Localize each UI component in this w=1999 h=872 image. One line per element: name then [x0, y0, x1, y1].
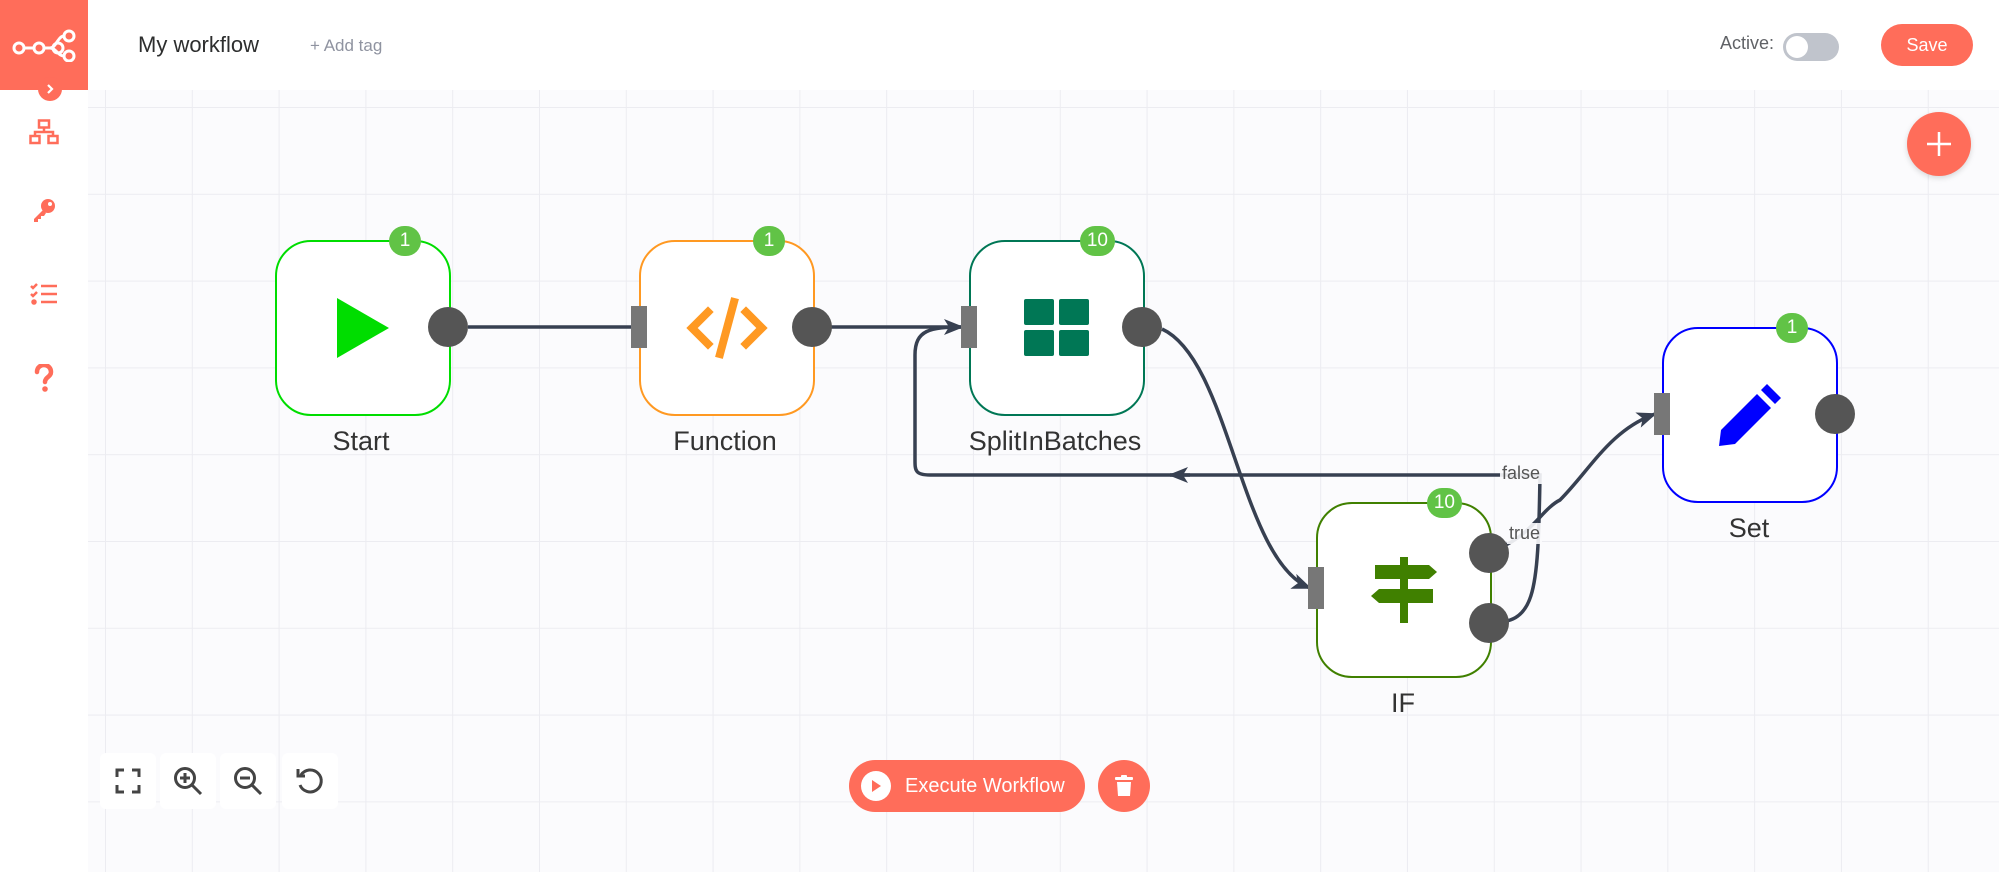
node-label-start: Start [332, 426, 390, 456]
output-port-function[interactable] [792, 307, 832, 347]
signpost-icon [1371, 557, 1437, 623]
output-port-start[interactable] [428, 307, 468, 347]
toggle-knob [1786, 36, 1808, 58]
fullscreen-icon [115, 768, 141, 794]
output-port-splitinbatches[interactable] [1122, 307, 1162, 347]
node-label-splitinbatches: SplitInBatches [968, 426, 1142, 456]
edge-splitinbatches-if[interactable] [1161, 327, 1312, 590]
delete-execution-button[interactable] [1098, 760, 1150, 812]
tasks-icon [30, 283, 57, 305]
pen-icon [1719, 384, 1781, 446]
output-port-set[interactable] [1815, 394, 1855, 434]
sidebar-item-executions[interactable] [26, 276, 62, 312]
output-port-if-false[interactable] [1469, 603, 1509, 643]
execution-count-badge: 1 [753, 226, 785, 256]
plus-icon [1927, 132, 1951, 156]
sidebar [0, 0, 88, 872]
sidebar-item-credentials[interactable] [26, 192, 62, 228]
input-port-splitinbatches[interactable] [961, 306, 977, 348]
active-label: Active: [1720, 33, 1775, 53]
zoom-in-icon [174, 767, 203, 796]
code-icon [686, 297, 768, 359]
execute-workflow-button[interactable]: Execute Workflow [849, 760, 1085, 812]
n8n-logo[interactable] [0, 0, 88, 90]
output-port-if-true[interactable] [1469, 533, 1509, 573]
sidebar-item-help[interactable] [26, 360, 62, 396]
node-set[interactable]: 1 [1662, 313, 1838, 503]
sidebar-item-workflows[interactable] [26, 114, 62, 150]
question-icon [34, 364, 54, 392]
node-label-set: Set [1728, 513, 1770, 543]
node-label-if: IF [1391, 688, 1415, 718]
expand-sidebar-button[interactable] [38, 77, 62, 101]
node-splitinbatches[interactable]: 10 [969, 226, 1145, 416]
input-port-if[interactable] [1308, 567, 1324, 609]
edge-label-true: true [1507, 523, 1543, 544]
node-label-function: Function [673, 426, 777, 456]
play-circle-icon [861, 771, 891, 801]
play-icon [337, 298, 389, 358]
zoom-to-fit-button[interactable] [100, 753, 156, 809]
execution-count-badge: 10 [1426, 488, 1462, 518]
edge-label-false: false [1500, 463, 1543, 484]
add-tag-link[interactable]: + Add tag [310, 36, 383, 55]
undo-icon [296, 768, 323, 794]
logo-icon [12, 29, 76, 62]
active-toggle[interactable] [1783, 33, 1839, 61]
chevron-right-icon [47, 84, 54, 94]
header: My workflow + Add tag Active: Save [88, 0, 1999, 90]
node-start[interactable]: 1 [275, 226, 451, 416]
save-button[interactable]: Save [1881, 24, 1973, 66]
execution-count-badge: 10 [1079, 226, 1115, 256]
edge-if-false-splitinbatches[interactable] [913, 325, 1542, 625]
execution-count-badge: 1 [1776, 313, 1808, 343]
zoom-out-button[interactable] [220, 753, 276, 809]
execution-count-badge: 1 [389, 226, 421, 256]
key-icon [34, 199, 55, 222]
network-icon [29, 119, 59, 145]
zoom-out-icon [234, 767, 263, 796]
grid-icon [1024, 299, 1089, 356]
trash-icon [1115, 775, 1133, 796]
zoom-in-button[interactable] [160, 753, 216, 809]
node-function[interactable]: 1 [639, 226, 815, 416]
reset-zoom-button[interactable] [282, 753, 338, 809]
node-if[interactable]: 10 [1316, 488, 1492, 678]
execute-workflow-label: Execute Workflow [905, 774, 1065, 797]
input-port-set[interactable] [1654, 393, 1670, 435]
add-node-button[interactable] [1907, 112, 1971, 176]
workflow-name[interactable]: My workflow [138, 32, 260, 57]
input-port-function[interactable] [631, 306, 647, 348]
